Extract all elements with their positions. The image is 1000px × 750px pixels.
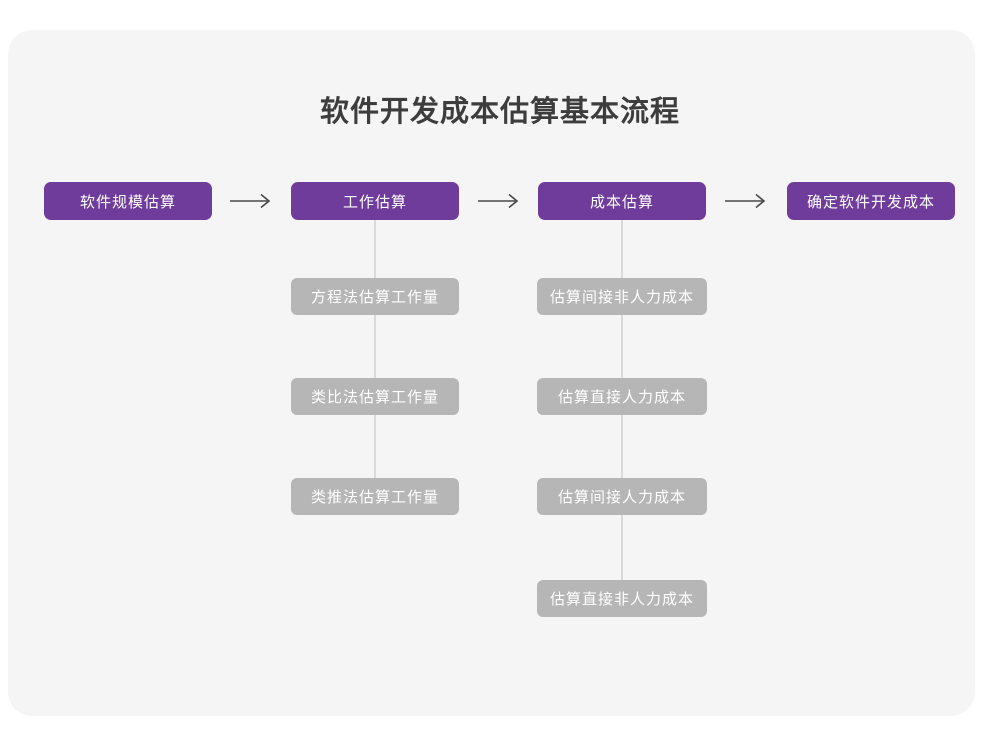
substep-node-label: 类比法估算工作量 bbox=[310, 389, 439, 406]
stage-node-label: 成本估算 bbox=[589, 193, 654, 211]
stage-node-label: 软件规模估算 bbox=[79, 193, 176, 211]
substep-node-equation-method[interactable]: 方程法估算工作量 bbox=[291, 278, 459, 315]
substep-node-indirect-labor-cost[interactable]: 估算间接人力成本 bbox=[537, 478, 707, 515]
stage-node-determine-development-cost[interactable]: 确定软件开发成本 bbox=[787, 182, 955, 220]
substep-node-direct-nonlabor-cost[interactable]: 估算直接非人力成本 bbox=[537, 580, 707, 617]
substep-node-label: 方程法估算工作量 bbox=[310, 289, 439, 306]
stage-node-effort-estimation[interactable]: 工作估算 bbox=[291, 182, 459, 220]
substep-node-label: 估算直接人力成本 bbox=[557, 389, 686, 406]
stage-node-cost-estimation[interactable]: 成本估算 bbox=[538, 182, 706, 220]
arrow-stage3-to-stage4 bbox=[717, 182, 777, 220]
substep-node-direct-labor-cost[interactable]: 估算直接人力成本 bbox=[537, 378, 707, 415]
stage-node-software-scale-estimation[interactable]: 软件规模估算 bbox=[44, 182, 212, 220]
arrow-stage2-to-stage3 bbox=[470, 182, 530, 220]
page-title: 软件开发成本估算基本流程 bbox=[319, 96, 680, 128]
substep-node-inference-method[interactable]: 类推法估算工作量 bbox=[291, 478, 459, 515]
substep-node-analogy-method[interactable]: 类比法估算工作量 bbox=[291, 378, 459, 415]
diagram-card bbox=[8, 30, 975, 716]
stage-node-label: 工作估算 bbox=[342, 193, 407, 211]
substep-node-label: 估算间接人力成本 bbox=[557, 489, 686, 506]
stage-node-label: 确定软件开发成本 bbox=[806, 193, 935, 211]
substep-node-label: 估算直接非人力成本 bbox=[549, 591, 694, 608]
substep-node-label: 类推法估算工作量 bbox=[310, 489, 439, 506]
connector-stage2-trunk bbox=[374, 212, 376, 482]
substep-node-label: 估算间接非人力成本 bbox=[549, 289, 694, 306]
arrow-stage1-to-stage2 bbox=[222, 182, 282, 220]
substep-node-indirect-nonlabor-cost[interactable]: 估算间接非人力成本 bbox=[537, 278, 707, 315]
